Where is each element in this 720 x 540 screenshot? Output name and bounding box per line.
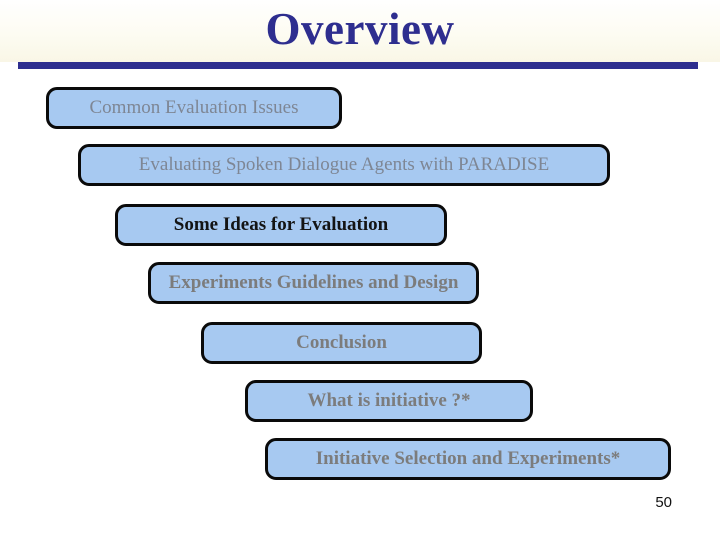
agenda-box-common-evaluation-issues: Common Evaluation Issues [46, 87, 342, 129]
page-title: Overview [265, 4, 455, 54]
agenda-box-experiments-guidelines: Experiments Guidelines and Design [148, 262, 479, 304]
agenda-box-label: Initiative Selection and Experiments* [315, 448, 621, 469]
page-number: 50 [655, 494, 672, 511]
agenda-box-label: Evaluating Spoken Dialogue Agents with P… [138, 154, 550, 175]
agenda-box-what-is-initiative: What is initiative ?* [245, 380, 533, 422]
agenda-box-initiative-selection: Initiative Selection and Experiments* [265, 438, 671, 480]
agenda-box-label: Experiments Guidelines and Design [168, 272, 459, 293]
title-background-band [0, 0, 720, 62]
agenda-box-some-ideas: Some Ideas for Evaluation [115, 204, 447, 246]
agenda-box-label: What is initiative ?* [307, 390, 471, 411]
title-underline-rule [18, 62, 698, 69]
agenda-box-conclusion: Conclusion [201, 322, 482, 364]
agenda-box-evaluating-paradise: Evaluating Spoken Dialogue Agents with P… [78, 144, 610, 186]
agenda-box-label: Some Ideas for Evaluation [173, 214, 389, 235]
agenda-box-label: Common Evaluation Issues [89, 97, 299, 118]
agenda-box-label: Conclusion [296, 332, 387, 353]
